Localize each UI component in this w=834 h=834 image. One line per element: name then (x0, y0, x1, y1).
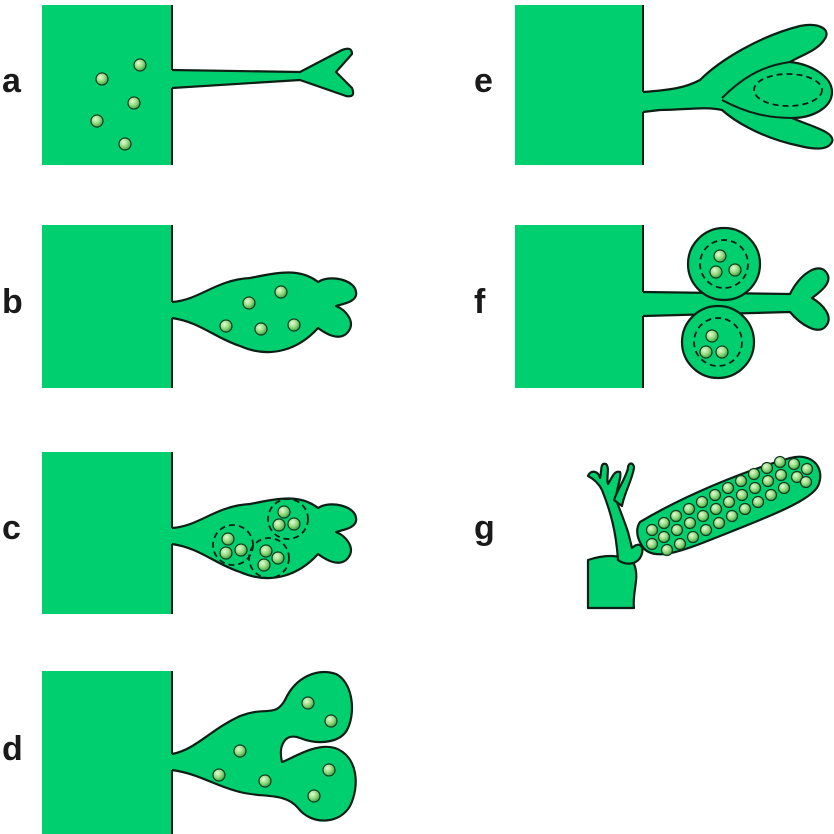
grain (235, 544, 247, 556)
grain (260, 545, 272, 557)
grain (220, 320, 232, 332)
grain (688, 532, 699, 543)
grain (96, 73, 108, 85)
grain (308, 790, 320, 802)
grain (91, 115, 103, 127)
grain (288, 319, 300, 331)
grain (675, 539, 686, 550)
grain (325, 715, 337, 727)
grain (763, 476, 774, 487)
grain (128, 97, 140, 109)
grain (255, 323, 267, 335)
grain (789, 459, 800, 470)
grain (740, 504, 751, 515)
grain (275, 286, 287, 298)
grain (659, 518, 670, 529)
grain (278, 506, 290, 518)
grain (762, 463, 773, 474)
grain (220, 547, 232, 559)
grain (714, 518, 725, 529)
grain (213, 769, 225, 781)
grain (259, 775, 271, 787)
panel-b: b (2, 225, 356, 388)
branched-filament-g (588, 464, 642, 564)
grain (710, 266, 722, 278)
panel-label-e: e (474, 62, 493, 100)
grain (302, 697, 314, 709)
grain (706, 330, 718, 342)
grain (766, 490, 777, 501)
panel-g: g (474, 457, 820, 609)
grain (134, 59, 146, 71)
grain (749, 469, 760, 480)
grain (701, 525, 712, 536)
grain (234, 745, 246, 757)
grain (750, 483, 761, 494)
grain (671, 511, 682, 522)
grain (323, 764, 335, 776)
tissue-block-c (42, 452, 172, 614)
filament-a (172, 49, 353, 97)
grain (119, 138, 131, 150)
grain (737, 490, 748, 501)
grain (753, 497, 764, 508)
grain (288, 518, 300, 530)
panel-a: a (2, 5, 353, 165)
grain (243, 297, 255, 309)
grain (698, 511, 709, 522)
grain (801, 477, 812, 488)
panel-f: f (474, 225, 829, 388)
grain (802, 464, 813, 475)
grain (714, 250, 726, 262)
sac-upper-f (688, 228, 760, 300)
swollen-bud-b (172, 273, 356, 353)
grain (729, 264, 741, 276)
grain (711, 504, 722, 515)
grain (647, 539, 658, 550)
sac-lower-f (682, 306, 754, 378)
grain (779, 483, 790, 494)
grain (685, 518, 696, 529)
grain (727, 511, 738, 522)
forked-bud-e (643, 25, 832, 149)
grain (647, 525, 658, 536)
grain (716, 346, 728, 358)
panel-d: d (2, 671, 356, 834)
grain (272, 552, 284, 564)
grain (273, 519, 285, 531)
panel-label-d: d (2, 730, 23, 768)
grain (723, 483, 734, 494)
bilobed-bud-d (172, 672, 356, 820)
panel-e: e (474, 5, 832, 165)
panel-label-a: a (2, 62, 22, 100)
tissue-block-b (42, 225, 172, 388)
grain (776, 470, 787, 481)
tissue-block-a (42, 5, 172, 165)
grain (775, 457, 786, 468)
grain (684, 504, 695, 515)
panel-label-g: g (474, 509, 495, 547)
tissue-block-f (515, 225, 643, 388)
grain (736, 476, 747, 487)
grain (700, 346, 712, 358)
grain (222, 533, 234, 545)
grain (258, 559, 270, 571)
tissue-block-e (515, 5, 643, 165)
grain (662, 545, 673, 556)
grain (710, 490, 721, 501)
panel-c: c (2, 452, 356, 614)
panel-label-c: c (2, 509, 21, 547)
tissue-block-d (42, 671, 172, 834)
grain (724, 497, 735, 508)
panel-label-b: b (2, 283, 23, 321)
grain (697, 497, 708, 508)
grain (659, 532, 670, 543)
panel-label-f: f (474, 283, 486, 321)
grain (672, 525, 683, 536)
